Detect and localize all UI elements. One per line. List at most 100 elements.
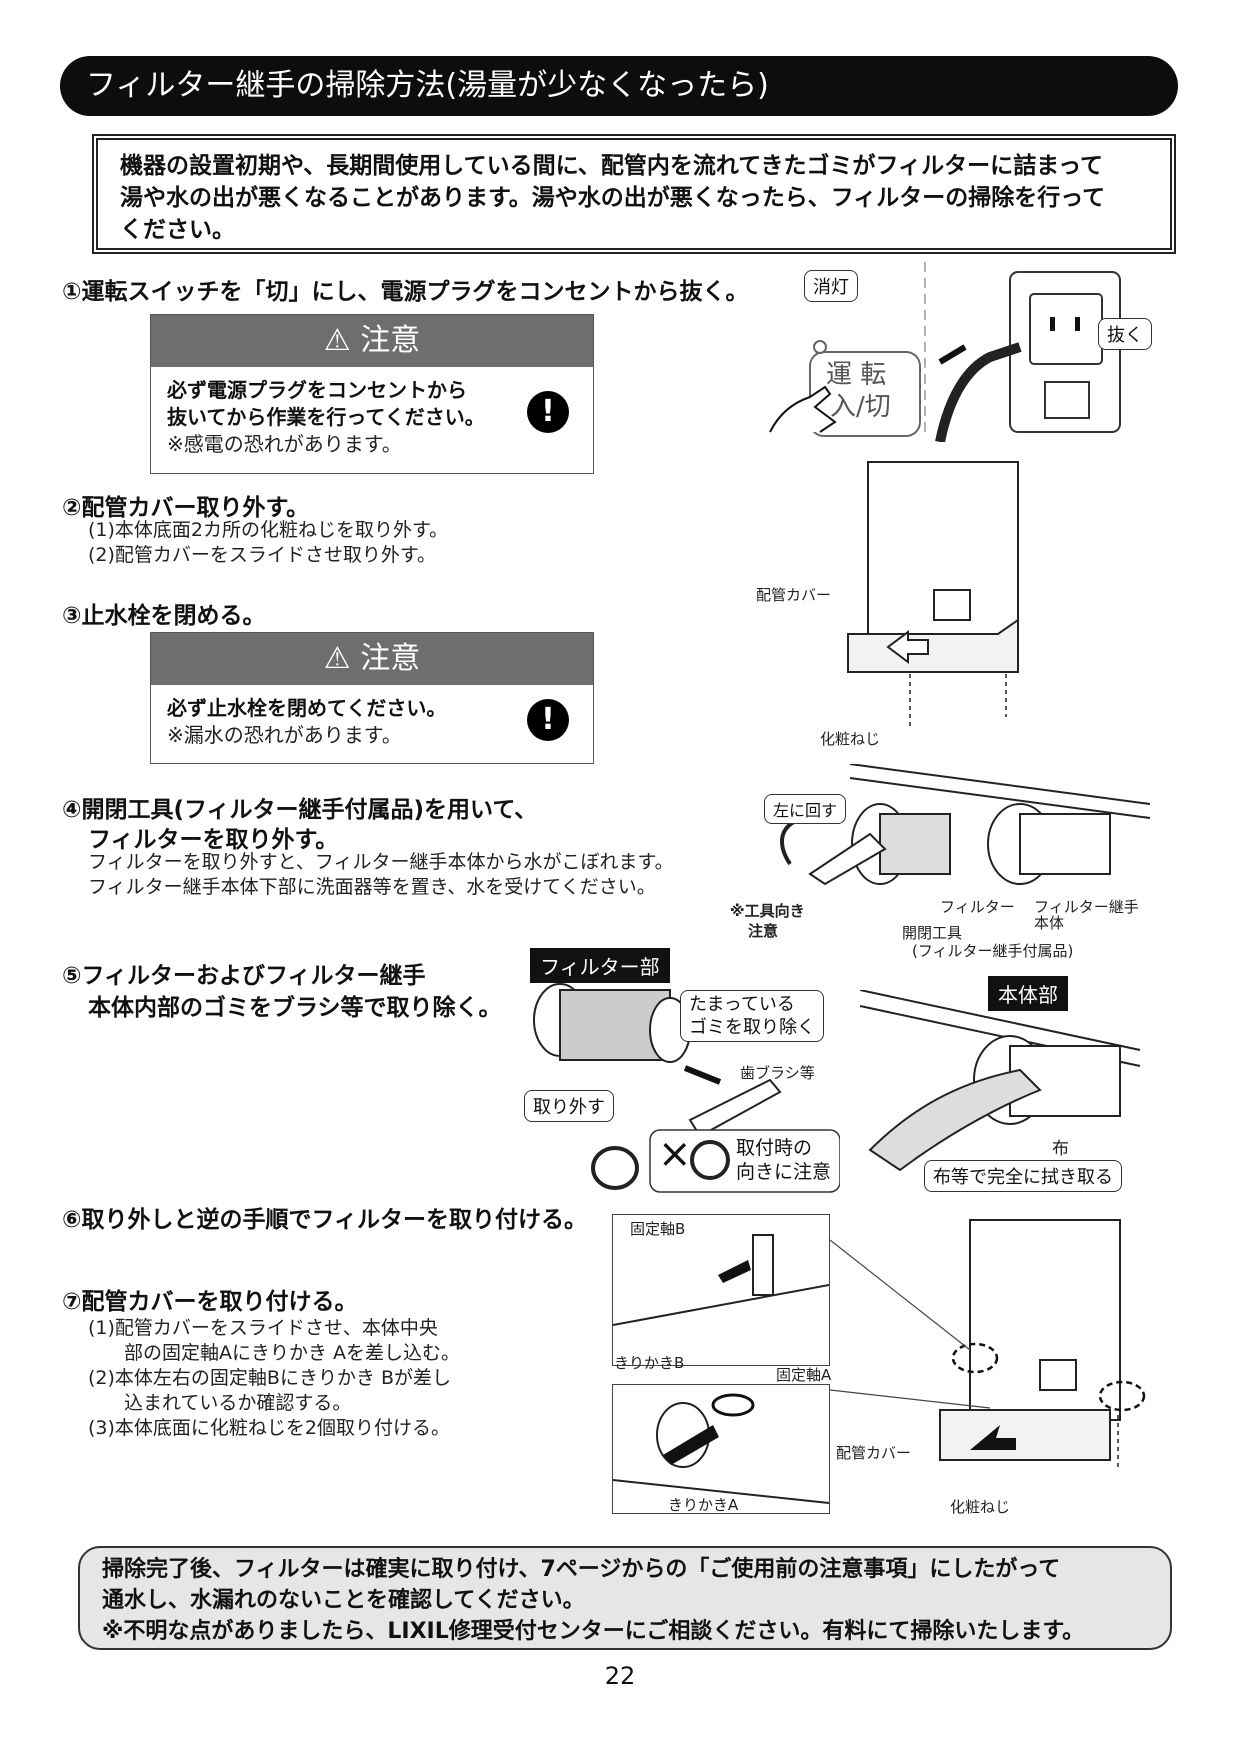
axis-a-detail-illustration [612,1393,830,1504]
cloth-label: 布 [1052,1139,1069,1159]
footer-line-3: ※不明な点がありましたら、LIXIL修理受付センターにご相談ください。有料にて掃… [102,1619,1085,1644]
axis-b-label: 固定軸B [630,1220,686,1238]
caution-box-1: ⚠ 注意 必ず電源プラグをコンセントから 抜いてから作業を行ってください。 ※感… [150,314,594,474]
rotate-arrow-icon [779,816,821,866]
light-off-callout: 消灯 [804,270,858,302]
remove-dust-callout: たまっている ゴミを取り除く [680,990,824,1042]
caution-1-note: ※感電の恐れがあります。 [167,432,402,456]
step-7-item-2-cont: 込まれているか確認する。 [124,1392,352,1414]
pipe-cover-label: 配管カバー [756,586,832,604]
intro-line-2: 湯や水の出が悪くなることがあります。湯や水の出が悪くなったら、フィルターの掃除を… [120,185,1106,211]
o-ring [591,1146,639,1190]
control-panel [933,589,971,621]
tool-note-line2: 注意 [748,922,779,940]
wipe-callout: 布等で完全に拭き取る [924,1160,1122,1192]
step-3-title: ③止水栓を閉める。 [62,603,266,629]
highlight-circle-left [951,1342,999,1374]
screw-label: 化粧ねじ [820,730,881,748]
caution-1-line-2: 抜いてから作業を行ってください。 [167,405,485,429]
step-5-title-line1: ⑤フィルターおよびフィルター継手 [62,963,426,989]
detail-panel-axis-a [612,1384,830,1514]
fixed-axis-b [752,1234,774,1296]
open-close-tool [808,832,887,886]
step-5-title-line2: 本体内部のゴミをブラシ等で取り除く。 [88,995,502,1021]
notch-b-label: きりかきB [614,1354,685,1372]
operation-switch [809,351,921,437]
slide-arrow-icon [886,630,929,664]
finger-illustration [769,385,837,433]
step-6-title: ⑥取り外しと逆の手順でフィルターを取り付ける。 [62,1207,588,1233]
intro-line-3: ください。 [120,217,235,243]
detail-panel-axis-b [612,1214,830,1366]
tool-label-line1: 開閉工具 [902,924,963,942]
step-2-item-2: (2)配管カバーをスライドさせ取り外す。 [88,544,437,566]
highlight-circle-right [1098,1380,1146,1412]
warning-triangle-icon: ⚠ [323,641,351,676]
step-4-title-line2: フィルターを取り外す。 [88,827,339,853]
exclamation-icon: ! [527,699,569,741]
axis-a-label: 固定軸A [776,1366,832,1384]
pipe-cover-label-2: 配管カバー [836,1444,912,1462]
pull-callout: 抜く [1098,318,1152,350]
caution-1-line-1: 必ず電源プラグをコンセントから [167,378,467,402]
step-4-note-2: フィルター継手本体下部に洗面器等を置き、水を受けてください。 [88,876,656,898]
tool-label-line2: (フィルター継手付属品) [912,942,1074,960]
caution-heading-text-2: 注意 [360,641,421,676]
footer-line-1: 掃除完了後、フィルターは確実に取り付け、7ページからの「ご使用前の注意事項」にし… [102,1557,1061,1582]
caution-body-2: 必ず止水栓を閉めてください。 ※漏水の恐れがあります。 ! [151,685,593,759]
caution-body-1: 必ず電源プラグをコンセントから 抜いてから作業を行ってください。 ※感電の恐れが… [151,367,593,468]
filter-mesh [879,813,951,875]
switch-label-line1: 運 転 [826,360,887,390]
notch-a-label: きりかきA [668,1496,739,1514]
step-7-item-2: (2)本体左右の固定軸Bにきりかき Bが差し [88,1367,452,1389]
filter-label: フィルター [940,898,1015,916]
insert-arrow-icon [663,1425,719,1465]
remove-dust-line2: ゴミを取り除く [689,1017,815,1038]
intro-line-1: 機器の設置初期や、長期間使用している間に、配管内を流れてきたゴミがフィルターに詰… [120,153,1104,179]
axis-b-detail-illustration [612,1234,830,1326]
page-title: フィルター継手の掃除方法(湯量が少なくなったら) [60,56,1178,116]
filter-cleaning-illustration [533,983,840,1193]
screw-label-2: 化粧ねじ [950,1498,1011,1516]
step-7-item-1: (1)配管カバーをスライドさせ、本体中央 [88,1317,438,1339]
turn-left-callout: 左に回す [764,794,847,824]
tool-note-line1: ※工具向き [730,902,805,920]
orientation-note: 取付時の 向きに注意 [736,1136,831,1184]
exclamation-icon: ! [527,391,569,433]
body-cleaning-illustration [860,990,1141,1172]
caution-2-note: ※漏水の恐れがあります。 [167,723,402,747]
power-plug-illustration [769,262,1121,442]
control-panel [1039,1359,1077,1391]
orientation-line1: 取付時の [736,1137,813,1159]
water-heater-illustration [847,461,1019,727]
insert-arrow-icon [718,1260,751,1283]
switch-label-line2: 入/切 [830,392,891,422]
filter-removal-illustration [779,764,1151,886]
step-4-title-line1: ④開閉工具(フィルター継手付属品)を用いて、 [62,797,538,823]
caution-heading-2: ⚠ 注意 [151,633,593,685]
step-2-item-1: (1)本体底面2カ所の化粧ねじを取り外す。 [88,519,449,541]
filter-part-heading: フィルター部 [530,948,670,983]
pipe-cover [939,1409,1111,1461]
caution-2-line-1: 必ず止水栓を閉めてください。 [167,696,447,720]
footer-note-box: 掃除完了後、フィルターは確実に取り付け、7ページからの「ご使用前の注意事項」にし… [78,1546,1172,1650]
cross-mark-icon: × [658,1131,692,1177]
step-1-title: ①運転スイッチを「切」にし、電源プラグをコンセントから抜く。 [62,279,749,305]
step-7-item-3: (3)本体底面に化粧ねじを2個取り付ける。 [88,1417,451,1439]
pull-arrow [938,344,967,365]
cloth-icon [868,1068,1042,1172]
pipe-cover [847,618,1019,673]
warning-triangle-icon: ⚠ [323,323,351,358]
step-2-title: ②配管カバー取り外す。 [62,495,310,521]
power-cord [935,342,1022,442]
filter-joint-label-line1: フィルター継手 [1034,898,1139,916]
toothbrush-icon [688,1078,782,1138]
indicator-lamp [813,340,827,354]
caution-box-2: ⚠ 注意 必ず止水栓を閉めてください。 ※漏水の恐れがあります。 ! [150,632,594,764]
step-7-item-1-cont: 部の固定軸Aにきりかき Aを差し込む。 [124,1342,461,1364]
filter-joint-label-line2: 本体 [1034,914,1065,932]
brush-arrow [683,1065,722,1085]
body-part-heading: 本体部 [988,976,1068,1011]
remove-dust-line1: たまっている [689,994,795,1015]
step-7-title: ⑦配管カバーを取り付ける。 [62,1289,358,1315]
